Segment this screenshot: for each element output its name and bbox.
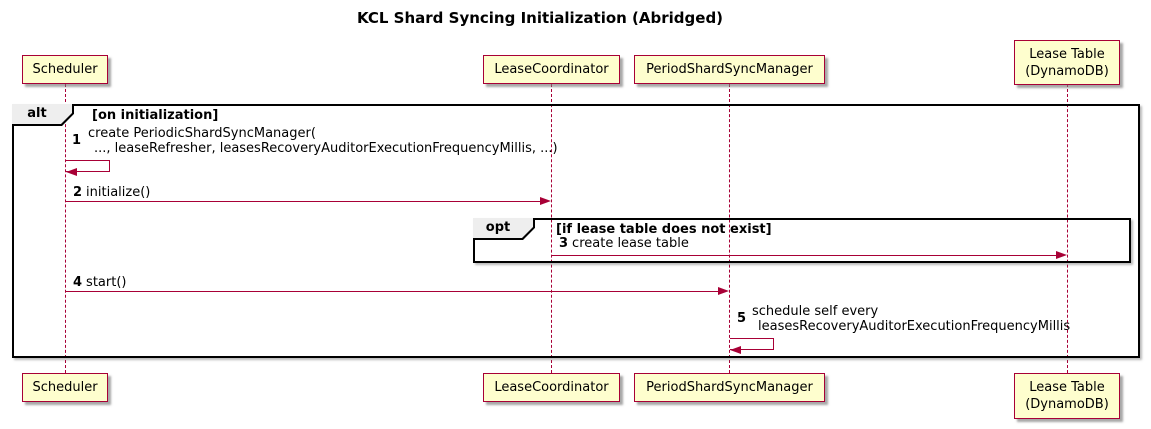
- message-1-line1: create PeriodicShardSyncManager(: [88, 126, 316, 141]
- opt-keyword: opt: [473, 218, 533, 238]
- participant-lease-coordinator-bottom: LeaseCoordinator: [483, 373, 620, 402]
- message-1-number: 1: [72, 133, 82, 148]
- lifeline-scheduler: [65, 84, 66, 373]
- message-5-number: 5: [737, 311, 747, 326]
- alt-frame: alt [on initialization]: [12, 104, 1140, 358]
- participant-lease-table-top: Lease Table (DynamoDB): [1014, 40, 1120, 85]
- message-2-number: 2: [73, 185, 83, 200]
- message-4-arrowhead: [718, 287, 729, 295]
- participant-scheduler-top: Scheduler: [22, 55, 108, 84]
- lifeline-period-shard-sync-manager: [729, 84, 730, 373]
- participant-lease-coordinator-label: LeaseCoordinator: [494, 380, 609, 395]
- message-1-line2: ..., leaseRefresher, leasesRecoveryAudit…: [94, 141, 558, 156]
- participant-lease-table-label-line1: Lease Table: [1029, 46, 1105, 62]
- opt-frame-label: opt: [473, 218, 535, 240]
- message-4-number: 4: [73, 275, 83, 290]
- participant-lease-coordinator-top: LeaseCoordinator: [483, 55, 620, 84]
- message-3-arrow: [551, 255, 1057, 256]
- message-5-arrowhead: [730, 346, 741, 354]
- message-4-arrow: [66, 291, 719, 292]
- message-3-arrowhead: [1056, 251, 1067, 259]
- alt-frame-label: alt: [12, 104, 74, 126]
- message-2-text: initialize(): [86, 185, 151, 200]
- alt-keyword: alt: [12, 104, 72, 124]
- message-1-label: create PeriodicShardSyncManager( ..., le…: [88, 126, 558, 156]
- participant-lease-table-bottom: Lease Table (DynamoDB): [1014, 373, 1120, 419]
- participant-lease-coordinator-label: LeaseCoordinator: [494, 62, 609, 77]
- participant-lease-table-label-line1: Lease Table: [1029, 380, 1105, 395]
- message-2-arrowhead: [540, 197, 551, 205]
- message-5-label: schedule self every leasesRecoveryAudito…: [752, 304, 1070, 334]
- participant-lease-table-label-line2: (DynamoDB): [1025, 397, 1109, 412]
- alt-condition: [on initialization]: [92, 108, 219, 123]
- diagram-title: KCL Shard Syncing Initialization (Abridg…: [356, 9, 724, 27]
- participant-period-shard-sync-manager-top: PeriodShardSyncManager: [634, 55, 825, 84]
- message-1-arrowhead: [66, 168, 77, 176]
- participant-period-shard-sync-manager-label: PeriodShardSyncManager: [646, 62, 813, 77]
- message-4-text: start(): [86, 275, 127, 290]
- message-3-number: 3: [559, 236, 569, 251]
- message-2-arrow: [66, 201, 541, 202]
- message-5-self-arrow: [730, 338, 774, 350]
- participant-scheduler-label: Scheduler: [32, 62, 98, 77]
- participant-lease-table-label-line2: (DynamoDB): [1025, 63, 1109, 79]
- message-5-line2: leasesRecoveryAuditorExecutionFrequencyM…: [758, 319, 1071, 334]
- participant-scheduler-label: Scheduler: [32, 380, 98, 395]
- opt-frame: opt [if lease table does not exist]: [473, 218, 1131, 263]
- message-3-text: create lease table: [572, 236, 689, 251]
- participant-scheduler-bottom: Scheduler: [22, 373, 108, 402]
- participant-period-shard-sync-manager-bottom: PeriodShardSyncManager: [634, 373, 825, 402]
- participant-period-shard-sync-manager-label: PeriodShardSyncManager: [646, 380, 813, 395]
- lifeline-lease-coordinator: [551, 84, 552, 373]
- message-5-line1: schedule self every: [752, 304, 879, 319]
- message-1-self-arrow: [66, 160, 110, 172]
- opt-condition: [if lease table does not exist]: [556, 222, 772, 237]
- lifeline-lease-table: [1067, 84, 1068, 373]
